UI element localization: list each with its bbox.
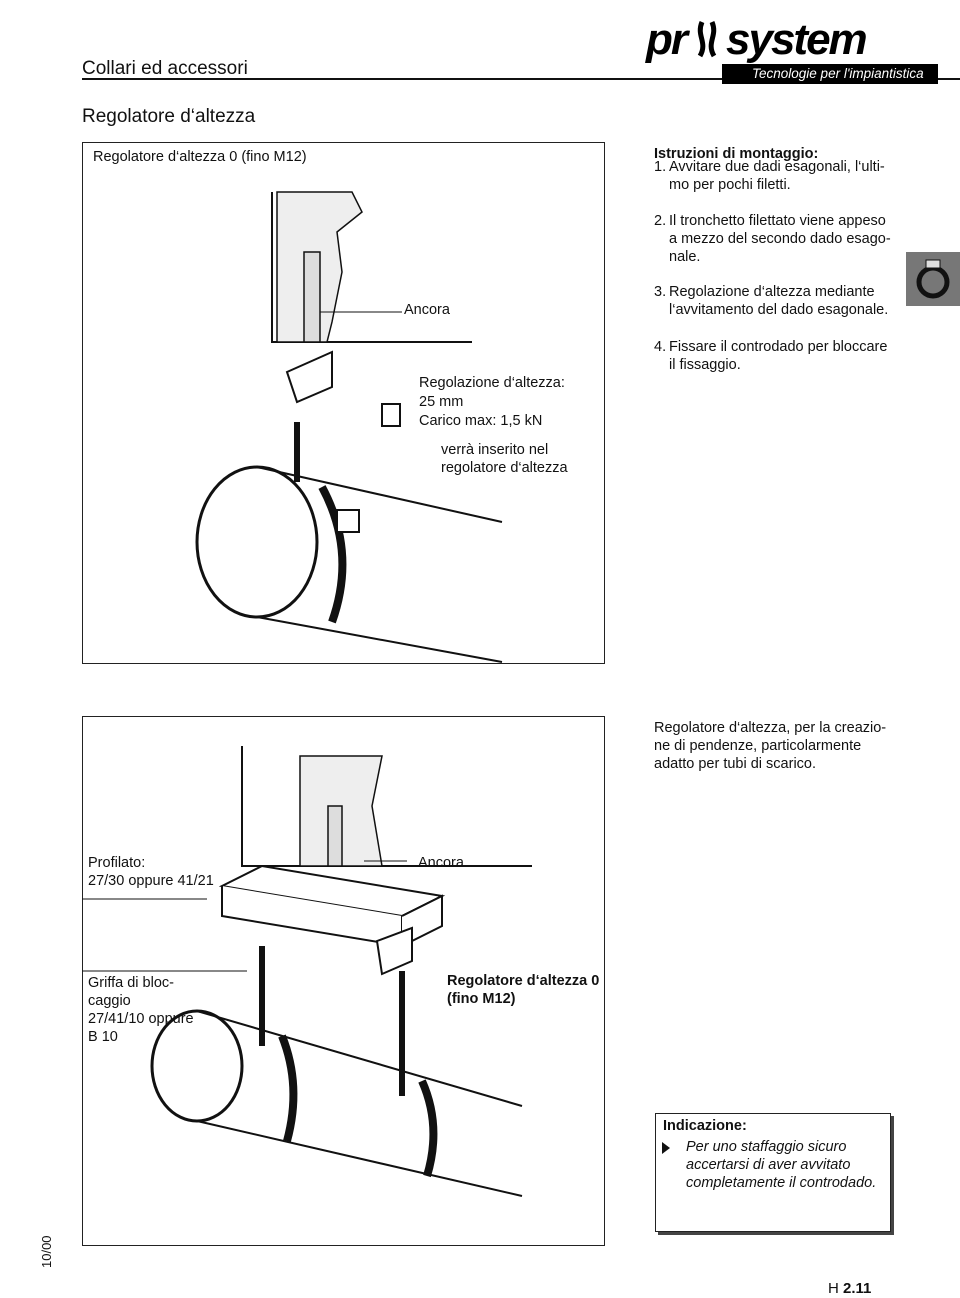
figure-2-label-clamp-3: 27/41/10 oppure xyxy=(88,1011,194,1027)
section-title: Collari ed accessori xyxy=(82,58,248,79)
edition-date: 10/00 xyxy=(39,1235,54,1268)
figure-2-caption-line-2: ne di pendenze, particolarmente xyxy=(654,738,862,754)
figure-1-label-anchor: Ancora xyxy=(404,302,450,318)
step-line: nale. xyxy=(669,249,701,265)
step-number: 2. xyxy=(654,213,667,229)
note-box: Indicazione: Per uno staffaggio sicuro a… xyxy=(655,1113,891,1232)
instruction-step-3: 3.Regolazione d‘altezza mediante l‘avvita… xyxy=(654,283,914,319)
step-line: Regolazione d‘altezza mediante xyxy=(669,284,875,300)
page-number: H 2.11 xyxy=(828,1280,871,1297)
note-line: completamente il controdado. xyxy=(686,1175,877,1191)
svg-text:system: system xyxy=(726,15,867,64)
logo-tagline: Tecnologie per l'impiantistica xyxy=(752,66,924,81)
svg-text:pr: pr xyxy=(645,15,691,64)
figure-2-caption-line-1: Regolatore d‘altezza, per la creazio- xyxy=(654,720,887,736)
figure-1-label-insert-1: verrà inserito nel xyxy=(441,442,549,458)
figure-2-illustration xyxy=(82,746,532,1197)
header-rule xyxy=(82,78,960,80)
step-number: 3. xyxy=(654,284,667,300)
note-body: Per uno staffaggio sicuro accertarsi di … xyxy=(686,1138,886,1192)
figure-2-label-profile-2: 27/30 oppure 41/21 xyxy=(88,873,214,889)
bullet-arrow-icon xyxy=(662,1142,670,1154)
figure-2-frame xyxy=(82,716,605,1246)
step-line: l‘avvitamento del dado esagonale. xyxy=(669,302,889,318)
instruction-step-4: 4.Fissare il controdado per bloccare il f… xyxy=(654,338,914,374)
step-line: il fissaggio. xyxy=(669,357,741,373)
figure-2-label-clamp-1: Griffa di bloc- xyxy=(88,975,174,991)
step-line: Il tronchetto filettato viene appeso xyxy=(669,213,886,229)
figure-2-label-clamp-4: B 10 xyxy=(88,1029,118,1045)
note-line: accertarsi di aver avvitato xyxy=(686,1157,851,1173)
figure-1-label-spec-2: 25 mm xyxy=(419,394,464,410)
figure-2-caption-line-3: adatto per tubi di scarico. xyxy=(654,756,817,772)
instruction-step-2: 2.Il tronchetto filettato viene appeso a … xyxy=(654,212,914,266)
logo-tagline-band xyxy=(722,64,938,84)
page-number-prefix: H xyxy=(828,1280,843,1297)
figure-1-label-spec-1: Regolazione d‘altezza: xyxy=(419,375,565,391)
figure-1-label-spec-3: Carico max: 1,5 kN xyxy=(419,413,543,429)
page-number-value: 2.11 xyxy=(843,1280,872,1297)
note-heading: Indicazione: xyxy=(663,1118,747,1134)
figure-2-label-profile-1: Profilato: xyxy=(88,855,146,871)
figure-1-title: Regolatore d‘altezza 0 (fino M12) xyxy=(93,149,307,165)
instruction-step-1: 1.Avvitare due dadi esagonali, l‘ulti-mo… xyxy=(654,158,914,194)
figure-1-illustration xyxy=(195,191,503,663)
section-tab-thumbnail xyxy=(906,252,960,306)
pipe-clamp-icon xyxy=(916,259,950,299)
figure-1-label-insert-2: regolatore d‘altezza xyxy=(441,460,568,476)
figure-2-label-regulator-1: Regolatore d‘altezza 0 xyxy=(447,973,600,989)
step-number: 4. xyxy=(654,339,667,355)
step-line: Fissare il controdado per bloccare xyxy=(669,339,888,355)
step-line: a mezzo del secondo dado esago- xyxy=(669,231,891,247)
step-line: mo per pochi filetti. xyxy=(669,177,791,193)
instructions-heading: Istruzioni di montaggio: xyxy=(654,146,819,162)
brand-logo-graphic: pr system xyxy=(645,15,869,64)
figure-2-label-clamp-2: caggio xyxy=(88,993,131,1009)
figure-1-frame xyxy=(82,142,605,664)
step-number: 1. xyxy=(654,159,667,175)
brand-logo: pr system Tecnologie per l'impiantistica xyxy=(640,14,940,84)
figure-2-label-regulator-2: (fino M12) xyxy=(447,991,516,1007)
note-line: Per uno staffaggio sicuro xyxy=(686,1139,847,1155)
page-title: Regolatore d‘altezza xyxy=(82,106,256,127)
step-line: Avvitare due dadi esagonali, l‘ulti- xyxy=(669,159,885,175)
figure-2-label-anchor: Ancora xyxy=(418,855,464,871)
